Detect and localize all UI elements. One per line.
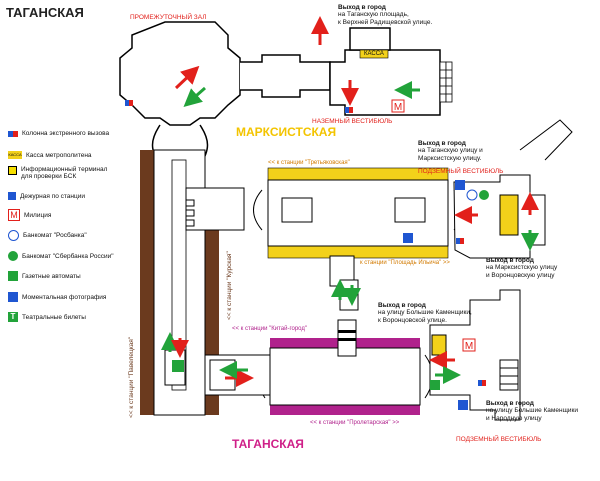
- underground-vestibule-lower: [429, 289, 521, 421]
- legend-label: Банкомат "Сбербанка России": [22, 252, 114, 260]
- exit-4-text1: на улицу Большие Каменщики,: [378, 309, 472, 317]
- exit-1-title: Выход в город: [338, 4, 386, 11]
- legend-label-line2: для проверки БСК: [21, 173, 77, 180]
- exit-2-text1: на Таганскую улицу и: [418, 147, 483, 155]
- theatre-tickets-icon: T: [8, 312, 18, 322]
- legend-label: Колонна экстренного вызова: [22, 130, 110, 137]
- legend-label: Дежурная по станции: [20, 192, 85, 200]
- legend-label: Театральные билеты: [22, 313, 86, 321]
- legend-row: Дежурная по станции: [8, 192, 85, 200]
- dir-kitay-gorod: << к станции "Китай-город": [232, 326, 308, 332]
- legend-label: Касса метрополитена: [26, 151, 92, 159]
- intermediate-hall: [119, 21, 241, 166]
- legend-label-multi: Информационный терминал для проверки БСК: [21, 166, 107, 180]
- photo-booth-icon: [8, 292, 18, 302]
- exit-3-title: Выход в город: [486, 257, 534, 264]
- newspaper-machine-icon: [8, 271, 18, 281]
- legend-row: Банкомат "Росбанка": [8, 230, 87, 241]
- marksistskaya-platform: [253, 167, 463, 287]
- upper-corridor: [240, 27, 441, 116]
- info-terminal-icon: [8, 166, 17, 175]
- ticket-office-icon: КАССА: [8, 151, 22, 159]
- title-marksistskaya: МАРКСИСТСКАЯ: [236, 125, 337, 139]
- exit-3: Выход в город на Марксистскую улицу и Во…: [486, 257, 557, 279]
- legend-row: КАССА Касса метрополитена: [8, 151, 92, 159]
- legend-row: Моментальная фотография: [8, 292, 106, 302]
- emergency-columns: [125, 100, 486, 386]
- militia-icon: М: [8, 209, 20, 221]
- dir-paveletskaya: << к станции "Павелецкая": [128, 336, 135, 418]
- exit-1-text2: к Верхней Радищевской улице.: [338, 18, 433, 26]
- legend-label: Информационный терминал: [21, 166, 108, 173]
- legend-row: Газетные автоматы: [8, 271, 81, 281]
- exit-2-title: Выход в город: [418, 140, 466, 147]
- label-underground-vestibule-upper: ПОДЗЕМНЫЙ ВЕСТИБЮЛЬ: [418, 168, 504, 175]
- dir-ploshchad-ilyicha: к станции "Площадь Ильича" >>: [360, 260, 450, 266]
- legend-label: Милиция: [24, 211, 52, 219]
- legend-row: Информационный терминал для проверки БСК: [8, 166, 107, 180]
- emergency-column-icon: [8, 130, 18, 137]
- title-taganskaya-top: ТАГАНСКАЯ: [6, 5, 84, 20]
- taganskaya-radial-platform: [257, 319, 433, 415]
- legend-label: Банкомат "Росбанка": [23, 232, 87, 239]
- dir-proletarskaya: << к станции "Пролетарская" >>: [310, 420, 400, 426]
- label-ground-vestibule: НАЗЕМНЫЙ ВЕСТИБЮЛЬ: [312, 118, 393, 125]
- exit-3-text2: и Воронцовскую улицу: [486, 271, 555, 279]
- exit-1-text1: на Таганскую площадь,: [338, 11, 409, 19]
- exit-4-text2: к Воронцовской улице.: [378, 316, 447, 324]
- exit-5-text1: на улицу Большие Каменщики: [486, 407, 579, 415]
- exit-5-text2: и Народную улицу: [486, 414, 542, 422]
- rosbank-atm-icon: [8, 230, 19, 241]
- kassa-label-top: КАССА: [364, 51, 384, 57]
- sberbank-atm-icon: [8, 251, 18, 261]
- exit-1: Выход в город на Таганскую площадь, к Ве…: [338, 4, 432, 26]
- svg-text:M: M: [394, 102, 402, 113]
- label-underground-vestibule-lower: ПОДЗЕМНЫЙ ВЕСТИБЮЛЬ: [456, 436, 542, 443]
- dir-kurskaya: << к станции "Курская": [226, 251, 233, 320]
- exit-2: Выход в город на Таганскую улицу и Маркс…: [418, 140, 483, 162]
- station-duty-icon: [8, 192, 16, 200]
- legend-label: Моментальная фотография: [22, 293, 107, 301]
- service-icons: [172, 180, 489, 410]
- legend-label: Газетные автоматы: [22, 272, 81, 280]
- label-intermediate-hall: ПРОМЕЖУТОЧНЫЙ ЗАЛ: [130, 14, 207, 21]
- direction-arrows: [161, 16, 539, 387]
- exit-2-text2: Марксистскую улицу.: [418, 154, 482, 162]
- dir-tretyakovskaya: << к станции "Третьяковская": [268, 160, 350, 166]
- exit-4: Выход в город на улицу Большие Каменщики…: [378, 302, 472, 324]
- exit-5: Выход в город на улицу Большие Каменщики…: [486, 400, 578, 422]
- ground-escalators: [439, 61, 453, 103]
- svg-text:M: M: [465, 341, 473, 352]
- militia-markers: M M: [391, 99, 476, 352]
- legend-row: T Театральные билеты: [8, 312, 86, 322]
- title-taganskaya-bottom: ТАГАНСКАЯ: [232, 437, 304, 451]
- legend-row: Колонна экстренного вызова: [8, 130, 109, 137]
- exit-4-title: Выход в город: [378, 302, 426, 309]
- exit-3-text1: на Марксистскую улицу: [486, 264, 558, 272]
- legend-row: М Милиция: [8, 209, 51, 221]
- exit-5-title: Выход в город: [486, 400, 534, 407]
- legend-row: Банкомат "Сбербанка России": [8, 251, 114, 261]
- kassa-top: [359, 49, 389, 59]
